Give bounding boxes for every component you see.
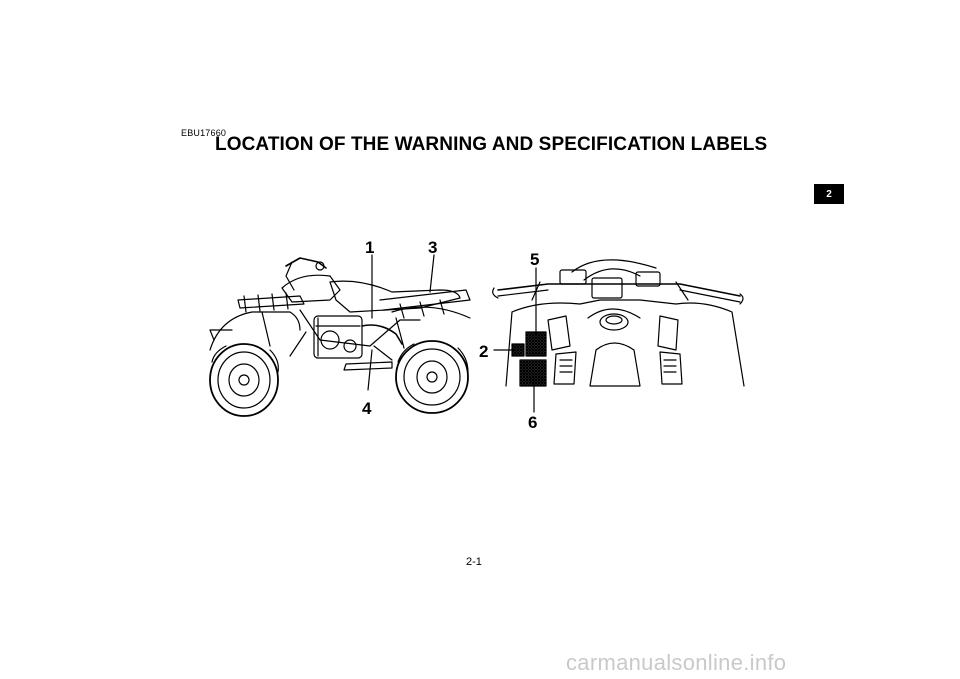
callout-3: 3 bbox=[428, 238, 437, 257]
label-6-marker bbox=[519, 359, 547, 387]
top-seat bbox=[589, 342, 641, 387]
chapter-tab: 2 bbox=[814, 184, 844, 204]
callout-1: 1 bbox=[365, 238, 374, 257]
page-title: LOCATION OF THE WARNING AND SPECIFICATIO… bbox=[215, 134, 768, 155]
atv-top-view bbox=[492, 259, 745, 387]
document-code: EBU17660 bbox=[181, 128, 227, 138]
engine bbox=[313, 315, 363, 359]
fuel-tank bbox=[281, 274, 341, 303]
front-fender bbox=[209, 311, 301, 351]
front-body bbox=[511, 299, 745, 387]
atv-side-view bbox=[209, 257, 471, 417]
page-number: 2-1 bbox=[466, 556, 482, 568]
watermark: carmanualsonline.info bbox=[566, 650, 787, 675]
callout-4: 4 bbox=[362, 399, 372, 418]
callout-6: 6 bbox=[528, 413, 537, 432]
leader-3 bbox=[429, 254, 435, 293]
leader-4 bbox=[367, 349, 373, 391]
top-handlebar bbox=[497, 283, 741, 297]
callout-2: 2 bbox=[479, 342, 488, 361]
handlebar bbox=[285, 257, 327, 269]
front-wheel bbox=[209, 343, 279, 417]
label-5-marker bbox=[525, 331, 547, 357]
seat bbox=[329, 280, 461, 313]
callout-5: 5 bbox=[530, 250, 539, 269]
rear-wheel bbox=[395, 340, 469, 414]
